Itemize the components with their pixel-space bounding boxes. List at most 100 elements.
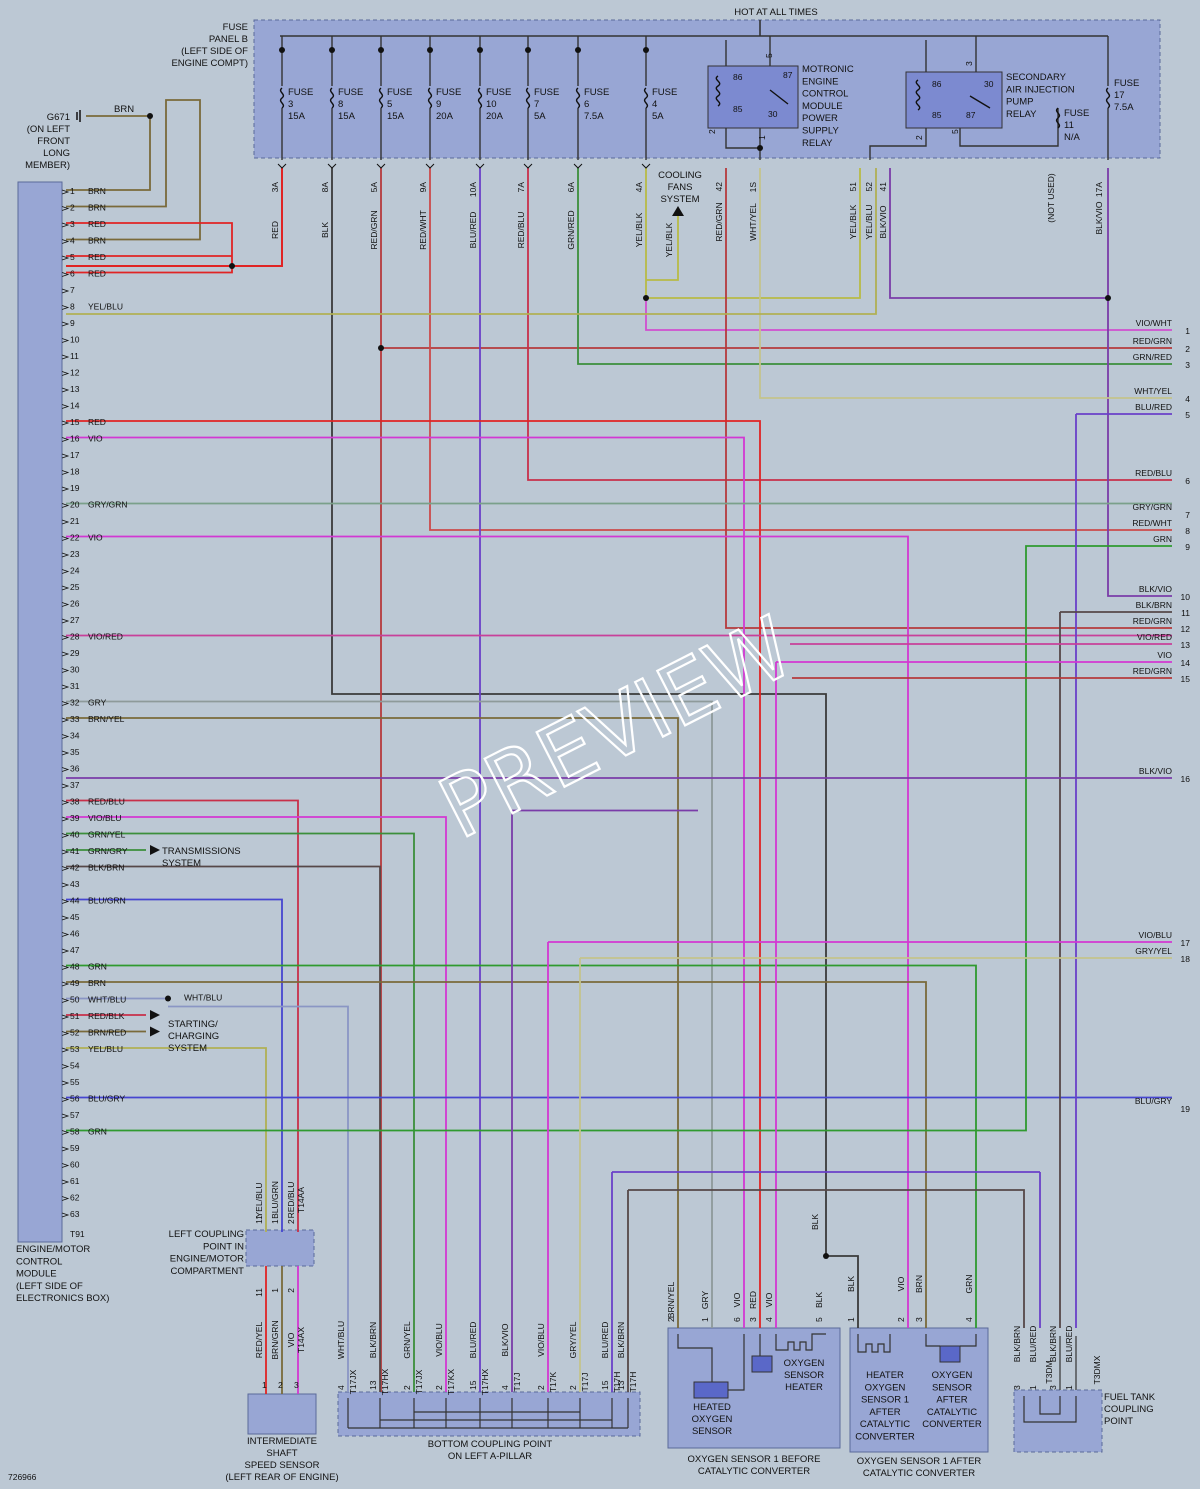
ref-wire-color: GRN/RED	[1133, 352, 1172, 362]
pin-icon	[61, 470, 70, 475]
connector-pin-icon	[277, 163, 287, 169]
cooling-wire-label: YEL/BLK	[664, 222, 674, 257]
pin-icon	[61, 371, 70, 376]
ref-wire-color: RED/WHT	[1132, 518, 1172, 528]
bc-connector: T17KX	[446, 1369, 456, 1395]
coupling-pin: 11	[254, 1215, 264, 1224]
relay-wire-color: YEL/BLK	[848, 204, 858, 239]
connector-pin-icon	[425, 163, 435, 169]
fuse-circuit: 3A	[270, 182, 280, 193]
o2-after-pin: 1	[846, 1317, 856, 1322]
ecm-pin: 41	[70, 846, 80, 856]
fuel-tank-label: COUPLING	[1104, 1404, 1154, 1415]
ref-wire-color: VIO/WHT	[1136, 318, 1172, 328]
heated-o2-element	[693, 1381, 729, 1399]
fuse-circuit: 10A	[468, 182, 478, 197]
relay-splice	[757, 145, 763, 151]
ecm-pin-wire: GRY	[88, 698, 107, 708]
pin-icon	[61, 1097, 70, 1102]
pin-icon	[61, 1064, 70, 1069]
ref-wire-color: VIO/BLU	[1138, 930, 1172, 940]
ground-desc: MEMBER)	[25, 160, 70, 171]
fuse-label: 20A	[486, 111, 504, 122]
fuel-pin: 1	[1064, 1385, 1074, 1390]
ecm-pin: 32	[70, 698, 80, 708]
pin-icon	[61, 552, 70, 558]
wire-51	[646, 168, 861, 299]
fuse-bus-dot	[575, 47, 581, 53]
ecm-pin: 7	[70, 285, 75, 295]
fuel-internal	[1023, 1396, 1077, 1423]
coupling-pin: 1	[270, 1219, 280, 1224]
ecm-pin: 12	[70, 368, 80, 378]
pin-icon	[61, 486, 70, 492]
bc-pin: 4	[336, 1385, 346, 1390]
coupling-wire: VIO	[286, 1332, 296, 1347]
fuel-pass	[1059, 1336, 1077, 1390]
fuse-panel-label: PANEL B	[209, 34, 248, 45]
pin-icon	[61, 899, 70, 904]
ecm-pin-wire: RED	[88, 252, 106, 262]
ecm-50b	[168, 1005, 349, 1392]
blk-to-after	[826, 1255, 859, 1328]
fuse-wire-color: RED	[270, 221, 280, 239]
ecm-pin: 56	[70, 1094, 80, 1104]
left-coupling-label: COMPARTMENT	[170, 1266, 244, 1277]
ecm-pin: 51	[70, 1011, 80, 1021]
relay-coil-icon	[915, 79, 921, 111]
ecm-pin: 35	[70, 747, 80, 757]
bc-pin: 2	[536, 1385, 546, 1390]
ecm-pin-wire: GRN	[88, 962, 107, 972]
cooling-fans-label: COOLING	[658, 170, 702, 181]
pin-icon	[61, 915, 70, 921]
bc-pin: 4	[500, 1385, 510, 1390]
coupling-pin: 1	[270, 1288, 280, 1293]
arrow-icon	[150, 845, 160, 855]
o2-after-label: OXYGEN SENSOR 1 AFTER	[857, 1456, 982, 1467]
connector-pin-icon	[641, 163, 651, 169]
fuse11-icon	[1055, 107, 1061, 129]
ref-wire-10	[1107, 168, 1172, 597]
ref-wire-color: GRY/YEL	[1135, 946, 1172, 956]
ecm-pin-wire: BRN	[88, 978, 106, 988]
ref-wire-color: WHT/YEL	[1134, 386, 1172, 396]
o2-pin: 6	[732, 1317, 742, 1322]
ref-number: 12	[1181, 624, 1191, 634]
preview-watermark: PREVIEW	[425, 598, 808, 858]
ecm-pin-wire: VIO	[88, 434, 103, 444]
pin-icon	[61, 1113, 70, 1119]
pin-icon	[61, 866, 70, 871]
ecm-pin: 23	[70, 549, 80, 559]
o2-after-pin: 2	[896, 1317, 906, 1322]
fuel-blkbrn	[628, 1189, 1025, 1328]
ecm-pin-wire: WHT/BLU	[88, 995, 126, 1005]
fuse-label: 8	[338, 99, 343, 110]
coupling-wire: RED/YEL	[254, 1322, 264, 1359]
wht-blu-label: WHT/BLU	[184, 993, 222, 1003]
pin-icon	[61, 1031, 70, 1036]
pin-icon	[61, 981, 70, 987]
ecm-pin: 11	[70, 351, 79, 361]
ecm-16	[66, 436, 745, 1328]
fuse17-icon	[1105, 87, 1111, 109]
splice-whtblu	[165, 995, 171, 1002]
fuse-circuit: 8A	[320, 182, 330, 193]
pin-icon	[61, 1130, 70, 1135]
ref-wire-color: BLU/GRY	[1135, 1096, 1172, 1106]
bc-connector: T17J	[580, 1373, 590, 1392]
ecm-title: CONTROL	[16, 1256, 62, 1267]
fuse-label: FUSE	[652, 87, 677, 98]
ecm-pin: 9	[70, 318, 75, 328]
o2-after-sensor-label: OXYGEN	[932, 1370, 973, 1381]
fuel-wire-color: BLU/RED	[1064, 1326, 1074, 1363]
relay-pin: 30	[984, 79, 994, 89]
ecm-pin: 39	[70, 813, 80, 823]
left-coupling-label: LEFT COUPLING	[169, 1229, 244, 1240]
pin-icon	[61, 833, 70, 838]
ecm-pin: 8	[70, 302, 75, 312]
ref-number: 17	[1181, 938, 1191, 948]
o2-before-label: CATALYTIC CONVERTER	[698, 1466, 810, 1477]
coupling-wire: BLU/GRN	[270, 1181, 280, 1219]
left-coupling-label: POINT IN	[203, 1241, 244, 1252]
coupling-pin: 2	[286, 1219, 296, 1224]
